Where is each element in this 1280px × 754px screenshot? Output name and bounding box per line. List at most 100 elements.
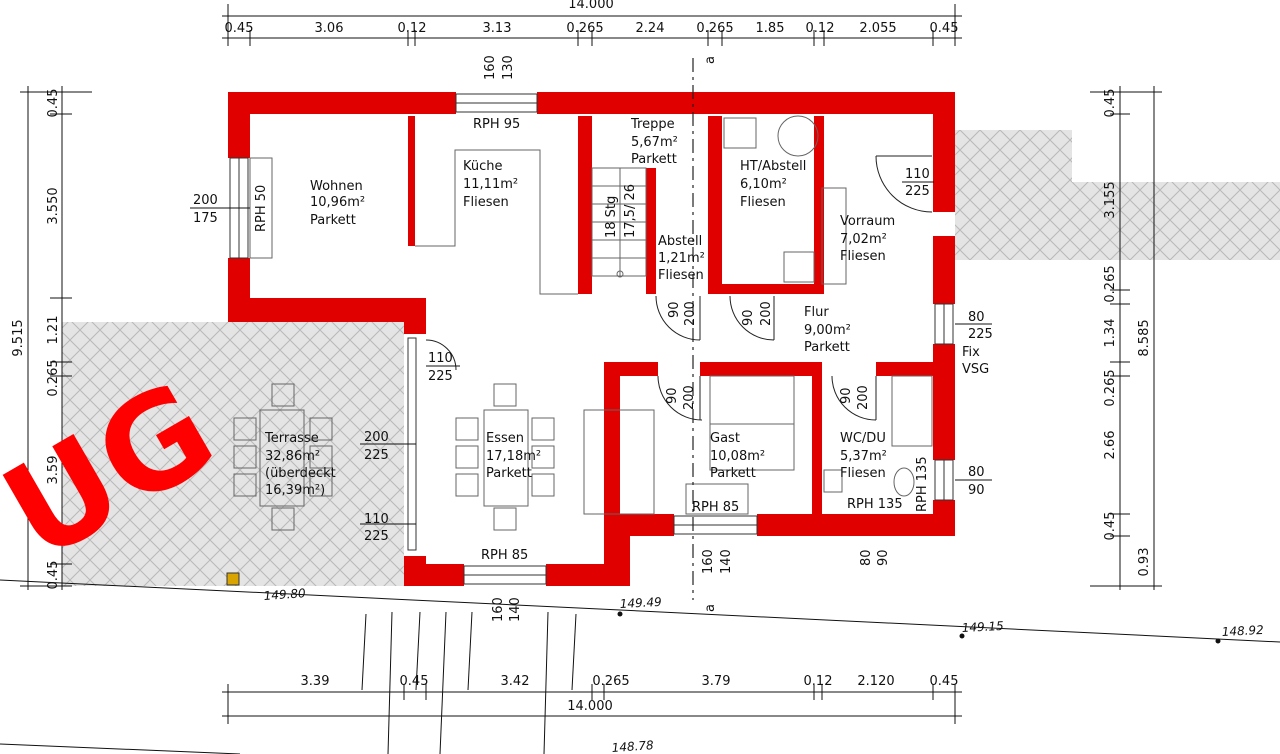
op-b3-140: 140 bbox=[508, 597, 523, 622]
room-htabstell-floor: Fliesen bbox=[740, 195, 786, 210]
dims-top: 14.000 0.45 3.06 0.12 3.13 0.265 2.24 0.… bbox=[225, 0, 959, 36]
op-right-225: 225 bbox=[968, 327, 993, 342]
room-gast-name: Gast bbox=[710, 431, 740, 446]
room-terrasse-name: Terrasse bbox=[264, 431, 319, 446]
dim-top-seg: 3.06 bbox=[315, 21, 344, 36]
dim-top-seg: 0.12 bbox=[398, 21, 427, 36]
dim-bottom-seg: 3.42 bbox=[501, 674, 530, 689]
dim-top-seg: 0.12 bbox=[806, 21, 835, 36]
room-vorraum-floor: Fliesen bbox=[840, 249, 886, 264]
stair-ratio: 17,5/ 26 bbox=[623, 184, 638, 238]
room-flur-area: 9,00m² bbox=[804, 323, 851, 338]
window-fix: Fix bbox=[962, 345, 980, 360]
room-terrasse-note2: 16,39m²) bbox=[265, 483, 325, 498]
op-right-80a: 80 bbox=[968, 310, 985, 325]
dim-right-seg: 2.66 bbox=[1103, 431, 1118, 460]
op-b3-160: 160 bbox=[491, 597, 506, 622]
room-wcdu-floor: Fliesen bbox=[840, 466, 886, 481]
window-rph50: RPH 50 bbox=[254, 185, 269, 232]
op-d-wc-200: 200 bbox=[856, 385, 871, 410]
room-treppe-area: 5,67m² bbox=[631, 135, 678, 150]
section-mark-top: a bbox=[703, 56, 718, 64]
op-vr-110: 110 bbox=[905, 167, 930, 182]
dim-top-seg: 1.85 bbox=[756, 21, 785, 36]
room-treppe-floor: Parkett bbox=[631, 152, 677, 167]
entrance-paving bbox=[955, 130, 1280, 260]
dim-bottom-seg: 0.12 bbox=[804, 674, 833, 689]
room-wohnen-area: 10,96m² bbox=[310, 195, 365, 210]
dims-left: 9.515 0.45 3.550 1.21 0.265 3.59 0.45 bbox=[11, 89, 61, 590]
dim-right-seg: 0.45 bbox=[1103, 512, 1118, 541]
room-terrasse-note1: (überdeckt bbox=[265, 466, 336, 481]
room-abstell-name: Abstell bbox=[658, 234, 702, 249]
room-vorraum-area: 7,02m² bbox=[840, 232, 887, 247]
op-left-200: 200 bbox=[193, 193, 218, 208]
room-gast-floor: Parkett bbox=[710, 466, 756, 481]
room-gast-area: 10,08m² bbox=[710, 449, 765, 464]
op-d-abstell-90: 90 bbox=[667, 301, 682, 318]
window-rph95: RPH 95 bbox=[473, 117, 520, 132]
terrace-paving bbox=[62, 322, 404, 586]
dim-right-seg: 0.93 bbox=[1137, 548, 1152, 577]
furniture bbox=[233, 115, 933, 531]
dim-bottom-seg: 0.45 bbox=[930, 674, 959, 689]
elevation-labels: 149.80 149.49 149.15 148.92 148.78 bbox=[263, 586, 1264, 754]
op-b-140: 140 bbox=[719, 549, 734, 574]
dim-left-seg: 3.550 bbox=[46, 187, 61, 224]
room-vorraum-name: Vorraum bbox=[840, 214, 895, 229]
elevation-label: 149.49 bbox=[619, 595, 662, 611]
dim-right-seg: 0.265 bbox=[1103, 265, 1118, 302]
room-abstell-area: 1,21m² bbox=[658, 251, 705, 266]
room-terrasse-area: 32,86m² bbox=[265, 449, 320, 464]
room-flur-floor: Parkett bbox=[804, 340, 850, 355]
room-abstell-floor: Fliesen bbox=[658, 268, 704, 283]
op-left-175: 175 bbox=[193, 211, 218, 226]
dim-right-total: 8.585 bbox=[1137, 319, 1152, 356]
elevation-label: 149.15 bbox=[961, 619, 1004, 635]
elevation-label: 148.78 bbox=[611, 738, 654, 754]
op-top-130: 130 bbox=[501, 55, 516, 80]
op-d-wc-90: 90 bbox=[839, 387, 854, 404]
elevation-dots bbox=[617, 611, 1221, 644]
room-wcdu-area: 5,37m² bbox=[840, 449, 887, 464]
dim-top-seg: 2.055 bbox=[859, 21, 896, 36]
room-flur-name: Flur bbox=[804, 305, 829, 320]
op-d-gast-200: 200 bbox=[682, 385, 697, 410]
op-terr-110: 110 bbox=[364, 512, 389, 527]
window-rph85-essen: RPH 85 bbox=[481, 548, 528, 563]
op-d-gast-90: 90 bbox=[665, 387, 680, 404]
op-b2-90: 90 bbox=[876, 549, 891, 566]
room-essen-floor: Parkett bbox=[486, 466, 532, 481]
room-kueche-area: 11,11m² bbox=[463, 177, 518, 192]
op-door-225a: 225 bbox=[428, 369, 453, 384]
room-wohnen-name: Wohnen bbox=[310, 179, 363, 194]
dim-right-seg: 0.45 bbox=[1103, 89, 1118, 118]
elevation-label: 149.80 bbox=[263, 586, 306, 603]
dim-bottom-seg: 2.120 bbox=[857, 674, 894, 689]
dims-right: 8.585 0.45 3.155 0.265 1.34 0.265 2.66 0… bbox=[1103, 89, 1152, 577]
op-right-90: 90 bbox=[968, 483, 985, 498]
op-b-160: 160 bbox=[701, 549, 716, 574]
window-rph135-v: RPH 135 bbox=[915, 456, 930, 512]
drain-marker bbox=[226, 572, 240, 586]
dim-bottom-seg: 3.39 bbox=[301, 674, 330, 689]
dim-bottom-seg: 0.265 bbox=[592, 674, 629, 689]
window-rph85-gast: RPH 85 bbox=[692, 500, 739, 515]
dim-top-seg: 0.265 bbox=[696, 21, 733, 36]
dim-left-seg: 0.265 bbox=[46, 359, 61, 396]
elevation-label: 148.92 bbox=[1221, 623, 1264, 639]
room-essen-name: Essen bbox=[486, 431, 524, 446]
dim-bottom-seg: 0.45 bbox=[400, 674, 429, 689]
dim-right-seg: 3.155 bbox=[1103, 181, 1118, 218]
dim-left-seg: 1.21 bbox=[46, 316, 61, 345]
dim-right-seg: 1.34 bbox=[1103, 319, 1118, 348]
op-d-ht-200: 200 bbox=[759, 301, 774, 326]
section-mark-bottom: a bbox=[703, 604, 718, 612]
opening-labels: 160 130 200 175 110 225 200 225 110 225 … bbox=[193, 55, 993, 622]
walls bbox=[228, 92, 955, 586]
door-swings bbox=[425, 155, 933, 421]
op-door-110a: 110 bbox=[428, 351, 453, 366]
dim-bottom-seg: 3.79 bbox=[702, 674, 731, 689]
dim-top-total: 14.000 bbox=[568, 0, 614, 12]
